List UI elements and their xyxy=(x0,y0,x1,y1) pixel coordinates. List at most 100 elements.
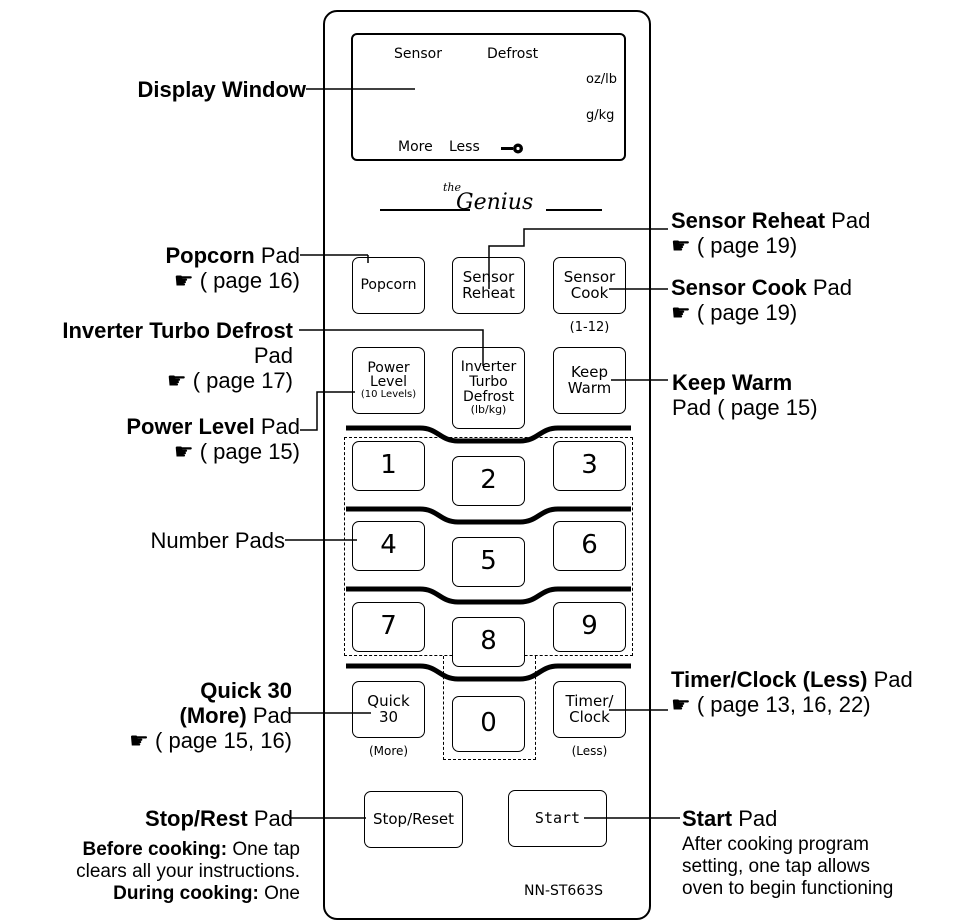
power-level-line1: Power xyxy=(367,359,410,376)
stop-reset-callout-rest: Pad xyxy=(247,806,293,831)
quick-30-pad[interactable]: Quick 30 xyxy=(352,681,425,738)
timer-clock-callout-ref: ( page 13, 16, 22) xyxy=(696,692,871,717)
inverter-callout-bold: Inverter Turbo Defrost xyxy=(62,318,293,343)
start-callout-rest: Pad xyxy=(732,806,778,831)
number-pad-7[interactable]: 7 xyxy=(352,602,425,652)
start-label: Start xyxy=(534,808,581,827)
sensor-cook-callout: Sensor Cook Pad ☛ ( page 19) xyxy=(671,275,852,325)
power-level-callout-ref: ( page 15) xyxy=(199,439,300,464)
stop-reset-description: Before cooking: One tap clears all your … xyxy=(76,839,300,905)
stop-reset-label: Stop/Reset xyxy=(372,809,455,828)
stop-reset-callout-bold: Stop/Rest xyxy=(145,806,248,831)
inverter-turbo-defrost-pad[interactable]: Inverter Turbo Defrost (lb/kg) xyxy=(452,347,525,429)
brand-line-right xyxy=(546,209,602,211)
quick-30-callout-bold1: Quick 30 xyxy=(200,678,292,703)
keep-warm-callout-bold: Keep Warm xyxy=(672,370,793,395)
number-pad-5[interactable]: 5 xyxy=(452,537,525,587)
stop-desc-during-bold: During cooking: xyxy=(113,883,259,904)
number-pad-3-label: 3 xyxy=(581,450,598,481)
pointing-hand-icon: ☛ xyxy=(671,300,691,325)
popcorn-callout-ref: ( page 16) xyxy=(199,268,300,293)
sensor-reheat-line2: Reheat xyxy=(462,283,515,302)
number-pad-9-label: 9 xyxy=(581,611,598,642)
pointing-hand-icon: ☛ xyxy=(129,728,149,753)
inverter-line4: (lb/kg) xyxy=(470,403,507,417)
number-pad-5-label: 5 xyxy=(480,546,497,577)
number-pad-0[interactable]: 0 xyxy=(452,696,525,752)
display-defrost-label: Defrost xyxy=(487,46,539,62)
keep-warm-line2: Warm xyxy=(567,378,612,397)
keep-warm-callout-line2: Pad ( page 15) xyxy=(672,395,818,420)
timer-clock-pad[interactable]: Timer/ Clock xyxy=(553,681,626,738)
inverter-line2: Turbo xyxy=(469,373,508,390)
sensor-reheat-callout-ref: ( page 19) xyxy=(696,233,798,258)
sensor-cook-callout-bold: Sensor Cook xyxy=(671,275,807,300)
number-pad-9[interactable]: 9 xyxy=(553,602,626,652)
stop-reset-callout: Stop/Rest Pad xyxy=(145,806,293,831)
popcorn-callout: Popcorn Pad ☛ ( page 16) xyxy=(166,243,301,293)
number-pad-1[interactable]: 1 xyxy=(352,441,425,491)
stop-desc-before-bold: Before cooking: xyxy=(82,839,228,860)
sensor-cook-line1: Sensor xyxy=(563,267,616,286)
number-pad-4[interactable]: 4 xyxy=(352,521,425,571)
sensor-cook-line2: Cook xyxy=(570,283,609,302)
quick-30-callout-bold2: (More) xyxy=(179,703,247,728)
popcorn-pad-label: Popcorn xyxy=(360,277,417,294)
brand-genius-logo: Genius xyxy=(456,190,534,215)
sensor-cook-callout-rest: Pad xyxy=(806,275,852,300)
start-desc-line3: oven to begin functioning xyxy=(682,878,894,899)
inverter-callout-ref: ( page 17) xyxy=(192,368,293,393)
sensor-reheat-callout: Sensor Reheat Pad ☛ ( page 19) xyxy=(671,208,870,258)
number-pad-8[interactable]: 8 xyxy=(452,617,525,667)
inverter-line3: Defrost xyxy=(462,388,515,405)
timer-clock-line1: Timer/ xyxy=(565,691,614,710)
power-level-pad[interactable]: Power Level (10 Levels) xyxy=(352,347,425,414)
display-g-kg-label: g/kg xyxy=(586,108,615,123)
sensor-cook-sub-label: (1-12) xyxy=(569,320,610,335)
popcorn-callout-rest: Pad xyxy=(254,243,300,268)
keep-warm-callout: Keep Warm Pad ( page 15) xyxy=(672,370,818,420)
number-pad-3[interactable]: 3 xyxy=(553,441,626,491)
sensor-cook-callout-ref: ( page 19) xyxy=(696,300,798,325)
sensor-cook-pad[interactable]: Sensor Cook xyxy=(553,257,626,314)
timer-clock-callout-rest: Pad xyxy=(867,667,913,692)
power-level-line2: Level xyxy=(370,374,407,391)
start-desc-line1: After cooking program xyxy=(682,834,869,855)
number-pad-2[interactable]: 2 xyxy=(452,456,525,506)
number-pads-callout: Number Pads xyxy=(150,528,285,553)
quick-30-callout: Quick 30 (More) Pad ☛ ( page 15, 16) xyxy=(129,678,292,753)
brand-line-left xyxy=(380,209,470,211)
display-window xyxy=(351,33,626,161)
sensor-reheat-callout-bold: Sensor Reheat xyxy=(671,208,826,233)
display-more-label: More xyxy=(398,139,433,155)
pointing-hand-icon: ☛ xyxy=(166,368,187,393)
start-description: After cooking program setting, one tap a… xyxy=(682,834,893,900)
quick-30-line2: 30 xyxy=(378,707,399,726)
inverter-callout: Inverter Turbo Defrost Pad ☛ ( page 17) xyxy=(62,318,293,393)
inverter-callout-line2: Pad xyxy=(253,343,293,368)
popcorn-callout-bold: Popcorn xyxy=(165,243,255,268)
stop-reset-pad[interactable]: Stop/Reset xyxy=(364,791,463,848)
pointing-hand-icon: ☛ xyxy=(173,439,194,464)
stop-desc-line2: clears all your instructions. xyxy=(76,861,300,882)
pointing-hand-icon: ☛ xyxy=(173,268,194,293)
key-icon xyxy=(501,143,523,154)
number-pad-6-label: 6 xyxy=(581,530,598,561)
inverter-line1: Inverter xyxy=(460,359,517,376)
number-pad-1-label: 1 xyxy=(380,450,397,481)
pointing-hand-icon: ☛ xyxy=(671,233,691,258)
power-level-callout-rest: Pad xyxy=(254,414,300,439)
keep-warm-line1: Keep xyxy=(570,362,609,381)
start-callout: Start Pad xyxy=(682,806,777,831)
start-desc-line2: setting, one tap allows xyxy=(682,856,871,877)
quick-30-callout-ref: ( page 15, 16) xyxy=(155,728,292,753)
start-callout-bold: Start xyxy=(682,806,733,831)
power-level-callout: Power Level Pad ☛ ( page 15) xyxy=(126,414,300,464)
sensor-reheat-callout-rest: Pad xyxy=(825,208,871,233)
number-pad-6[interactable]: 6 xyxy=(553,521,626,571)
power-level-line3: (10 Levels) xyxy=(360,388,417,400)
popcorn-pad[interactable]: Popcorn xyxy=(352,257,425,314)
display-window-callout: Display Window xyxy=(138,77,306,102)
timer-clock-callout-bold: Timer/Clock (Less) xyxy=(671,667,868,692)
